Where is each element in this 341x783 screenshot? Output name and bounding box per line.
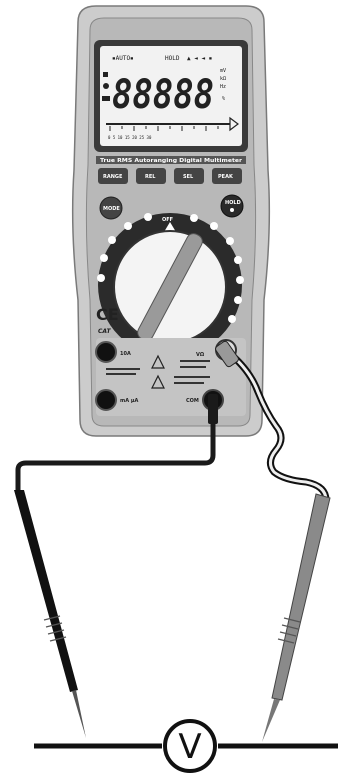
- off-label: OFF: [162, 217, 173, 223]
- black-probe-body: [14, 490, 78, 692]
- svg-text:SEL: SEL: [183, 174, 194, 180]
- black-probe-tip: [72, 690, 86, 738]
- volt-jack-label: VΩ: [196, 352, 205, 358]
- voltmeter-symbol: V: [178, 727, 201, 767]
- cat-mark: CAT: [98, 328, 111, 335]
- ma-jack[interactable]: [96, 390, 116, 410]
- svg-text:0 5 10 15 20 25 30: 0 5 10 15 20 25 30: [108, 135, 152, 140]
- red-probe-tip: [262, 699, 280, 742]
- red-probe-body: [272, 494, 330, 700]
- circuit: V: [34, 721, 338, 771]
- svg-text:PEAK: PEAK: [218, 174, 234, 180]
- hold-light-icon: [230, 208, 234, 212]
- svg-text:REL: REL: [145, 174, 156, 180]
- amp-jack-label: 10A: [120, 351, 131, 357]
- svg-text:%: %: [222, 96, 225, 102]
- ma-jack-label: mA µA: [120, 398, 138, 404]
- lcd-status-row: ▪AUTO▪: [112, 55, 134, 62]
- svg-text:MODE: MODE: [103, 206, 120, 212]
- black-test-lead: [14, 394, 218, 738]
- svg-text:HOLD: HOLD: [225, 200, 241, 206]
- svg-text:kΩ: kΩ: [220, 76, 226, 82]
- lcd-status-text: HOLD: [165, 55, 180, 62]
- multimeter: ▪AUTO▪ HOLD ▲ ◄ ◄ ▪ mV kΩ Hz % 88888 0 5…: [73, 6, 270, 436]
- black-plug: [208, 394, 218, 424]
- lcd-digits: 88888: [112, 72, 214, 118]
- ce-mark: CE: [96, 305, 119, 324]
- svg-text:mV: mV: [220, 68, 226, 74]
- svg-text:▲ ◄ ◄ ▪: ▲ ◄ ◄ ▪: [187, 55, 212, 62]
- svg-text:Hz: Hz: [220, 84, 226, 90]
- brand-line: True RMS Autoranging Digital Multimeter: [100, 158, 243, 164]
- amp-jack[interactable]: [96, 342, 116, 362]
- svg-text:RANGE: RANGE: [103, 174, 123, 180]
- com-jack-label: COM: [186, 398, 199, 404]
- hold-button[interactable]: [221, 195, 243, 217]
